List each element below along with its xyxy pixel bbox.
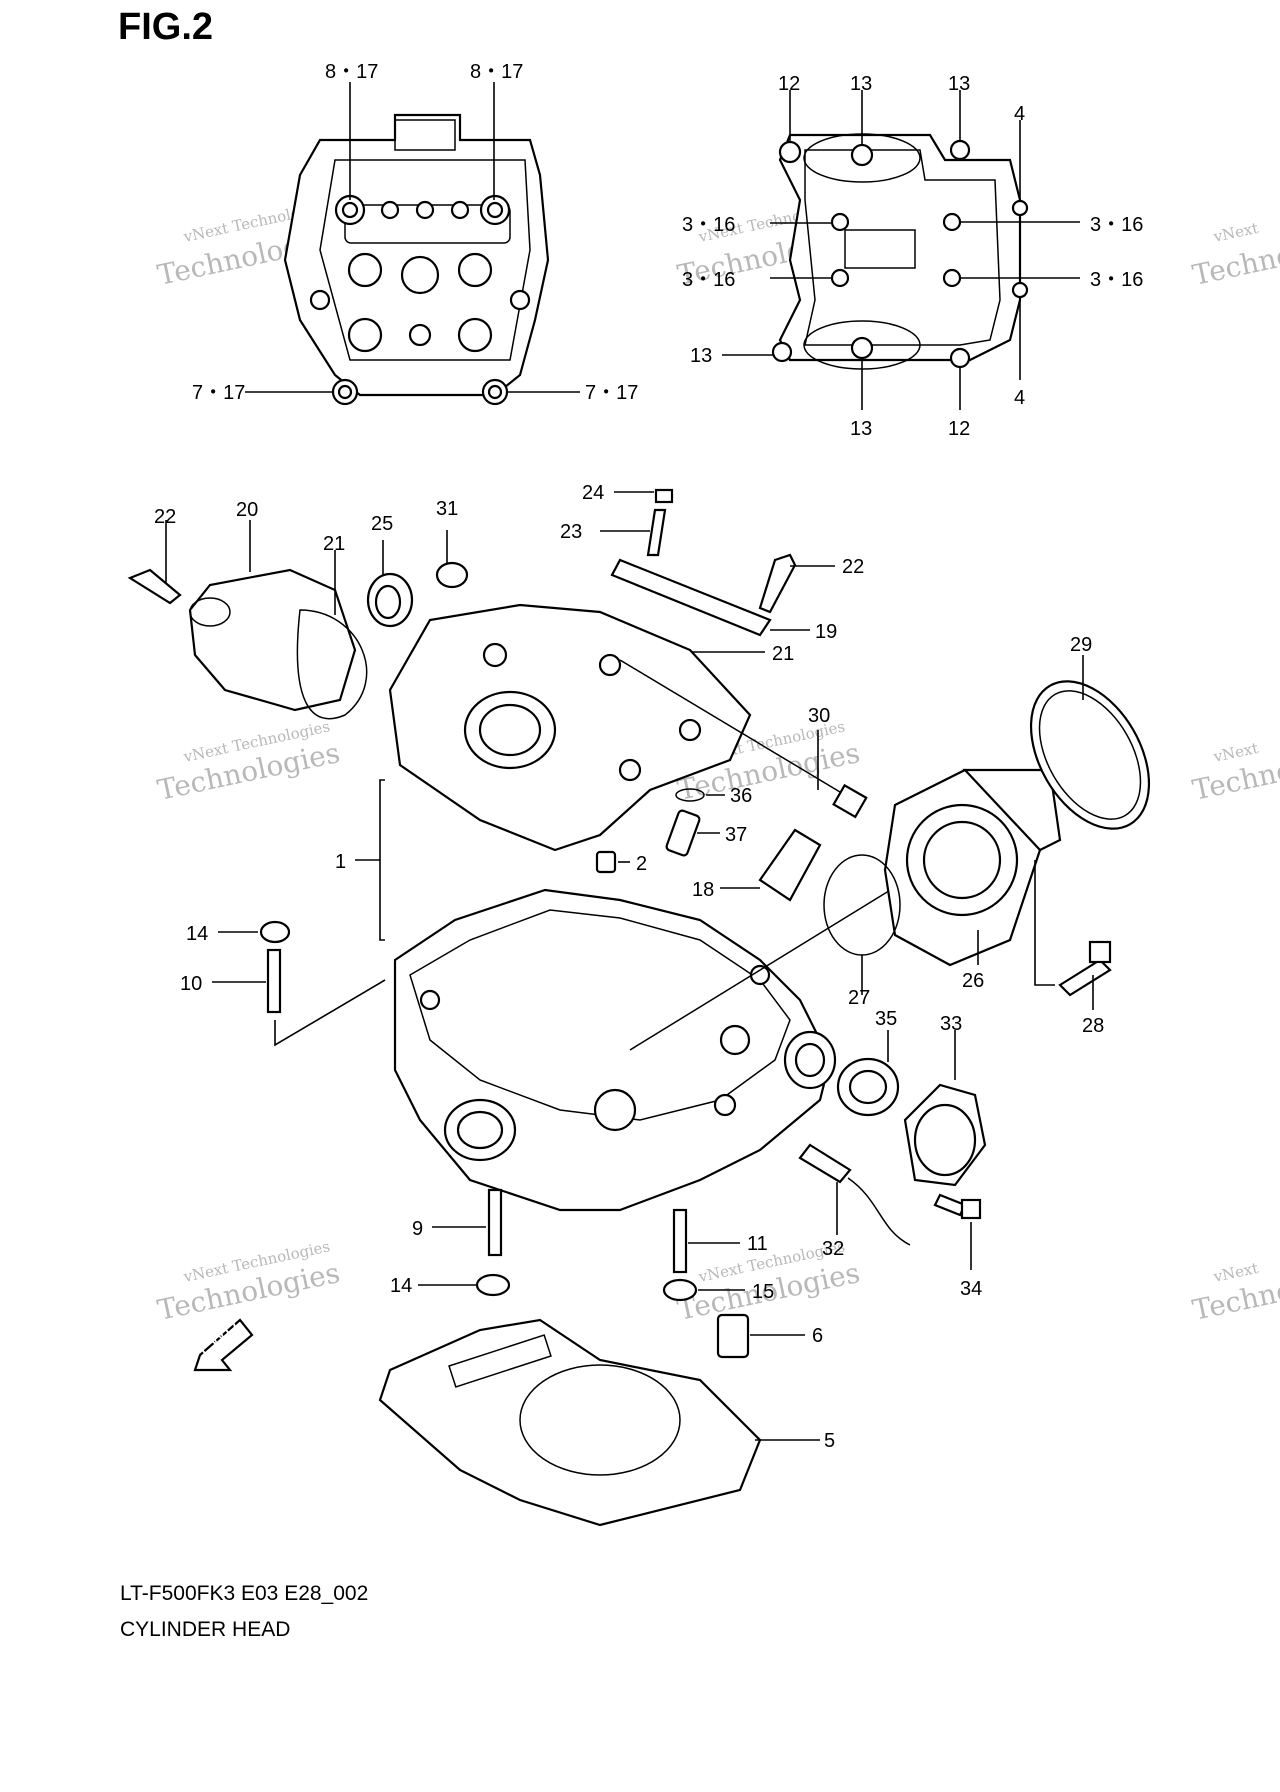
callout-label: 22	[842, 556, 864, 578]
callout-label: 35	[875, 1008, 897, 1030]
callout-label: 2	[636, 853, 647, 875]
callout-label: 37	[725, 824, 747, 846]
callout-label: 14	[390, 1275, 412, 1297]
callout-label: 33	[940, 1013, 962, 1035]
callout-label: 11	[747, 1233, 768, 1255]
gasket-top-view	[722, 90, 1080, 410]
fwd-arrow-icon	[193, 1318, 254, 1372]
callout-label: 32	[822, 1238, 844, 1260]
callout-label: 5	[824, 1430, 835, 1452]
callout-label: 18	[692, 879, 714, 901]
watermark-text: vNext	[1211, 219, 1260, 246]
callout-label: 4	[1014, 387, 1025, 409]
callout-label: 25	[371, 513, 393, 535]
callout-label: 3・16	[682, 214, 735, 236]
model-code: LT-F500FK3 E03 E28_002	[120, 1582, 369, 1605]
callout-label: 27	[848, 987, 870, 1009]
callout-label: 21	[323, 533, 345, 555]
callout-label: 3・16	[1090, 269, 1143, 291]
callout-label: 15	[752, 1281, 774, 1303]
callout-label: 36	[730, 785, 752, 807]
callout-label: 13	[690, 345, 712, 367]
callout-label: 26	[962, 970, 984, 992]
callout-label: 20	[236, 499, 258, 521]
callout-label: 13	[850, 73, 872, 95]
callout-label: 3・16	[1090, 214, 1143, 236]
callout-label: 13	[948, 73, 970, 95]
diagram-title: CYLINDER HEAD	[120, 1618, 291, 1641]
callout-label: 21	[772, 643, 794, 665]
callout-label: 8・17	[470, 61, 523, 83]
callout-label: 7・17	[585, 382, 638, 404]
callout-label: 7・17	[192, 382, 245, 404]
callout-label: 22	[154, 506, 176, 528]
callout-labels: 8・17 8・17 7・17 7・17 12 13 13 4 3・16 3・16…	[154, 61, 1143, 1452]
callout-label: 30	[808, 705, 830, 727]
callout-label: 8・17	[325, 61, 378, 83]
callout-label: 3・16	[682, 269, 735, 291]
callout-label: 6	[812, 1325, 823, 1347]
callout-label: 29	[1070, 634, 1092, 656]
callout-label: 28	[1082, 1015, 1104, 1037]
callout-label: 9	[412, 1218, 423, 1240]
callout-label: 19	[815, 621, 837, 643]
figure-title: FIG.2	[118, 6, 214, 48]
callout-label: 1	[335, 851, 346, 873]
callout-label: 14	[186, 923, 208, 945]
callout-label: 4	[1014, 103, 1025, 125]
callout-label: 31	[436, 498, 458, 520]
callout-label: 12	[778, 73, 800, 95]
head-top-view	[245, 82, 580, 406]
cylinder-head-exploded	[127, 488, 1151, 1527]
callout-label: 34	[960, 1278, 982, 1300]
callout-label: 10	[180, 973, 202, 995]
callout-label: 24	[582, 482, 604, 504]
callout-label: 23	[560, 521, 582, 543]
callout-label: 12	[948, 418, 970, 440]
callout-label: 13	[850, 418, 872, 440]
